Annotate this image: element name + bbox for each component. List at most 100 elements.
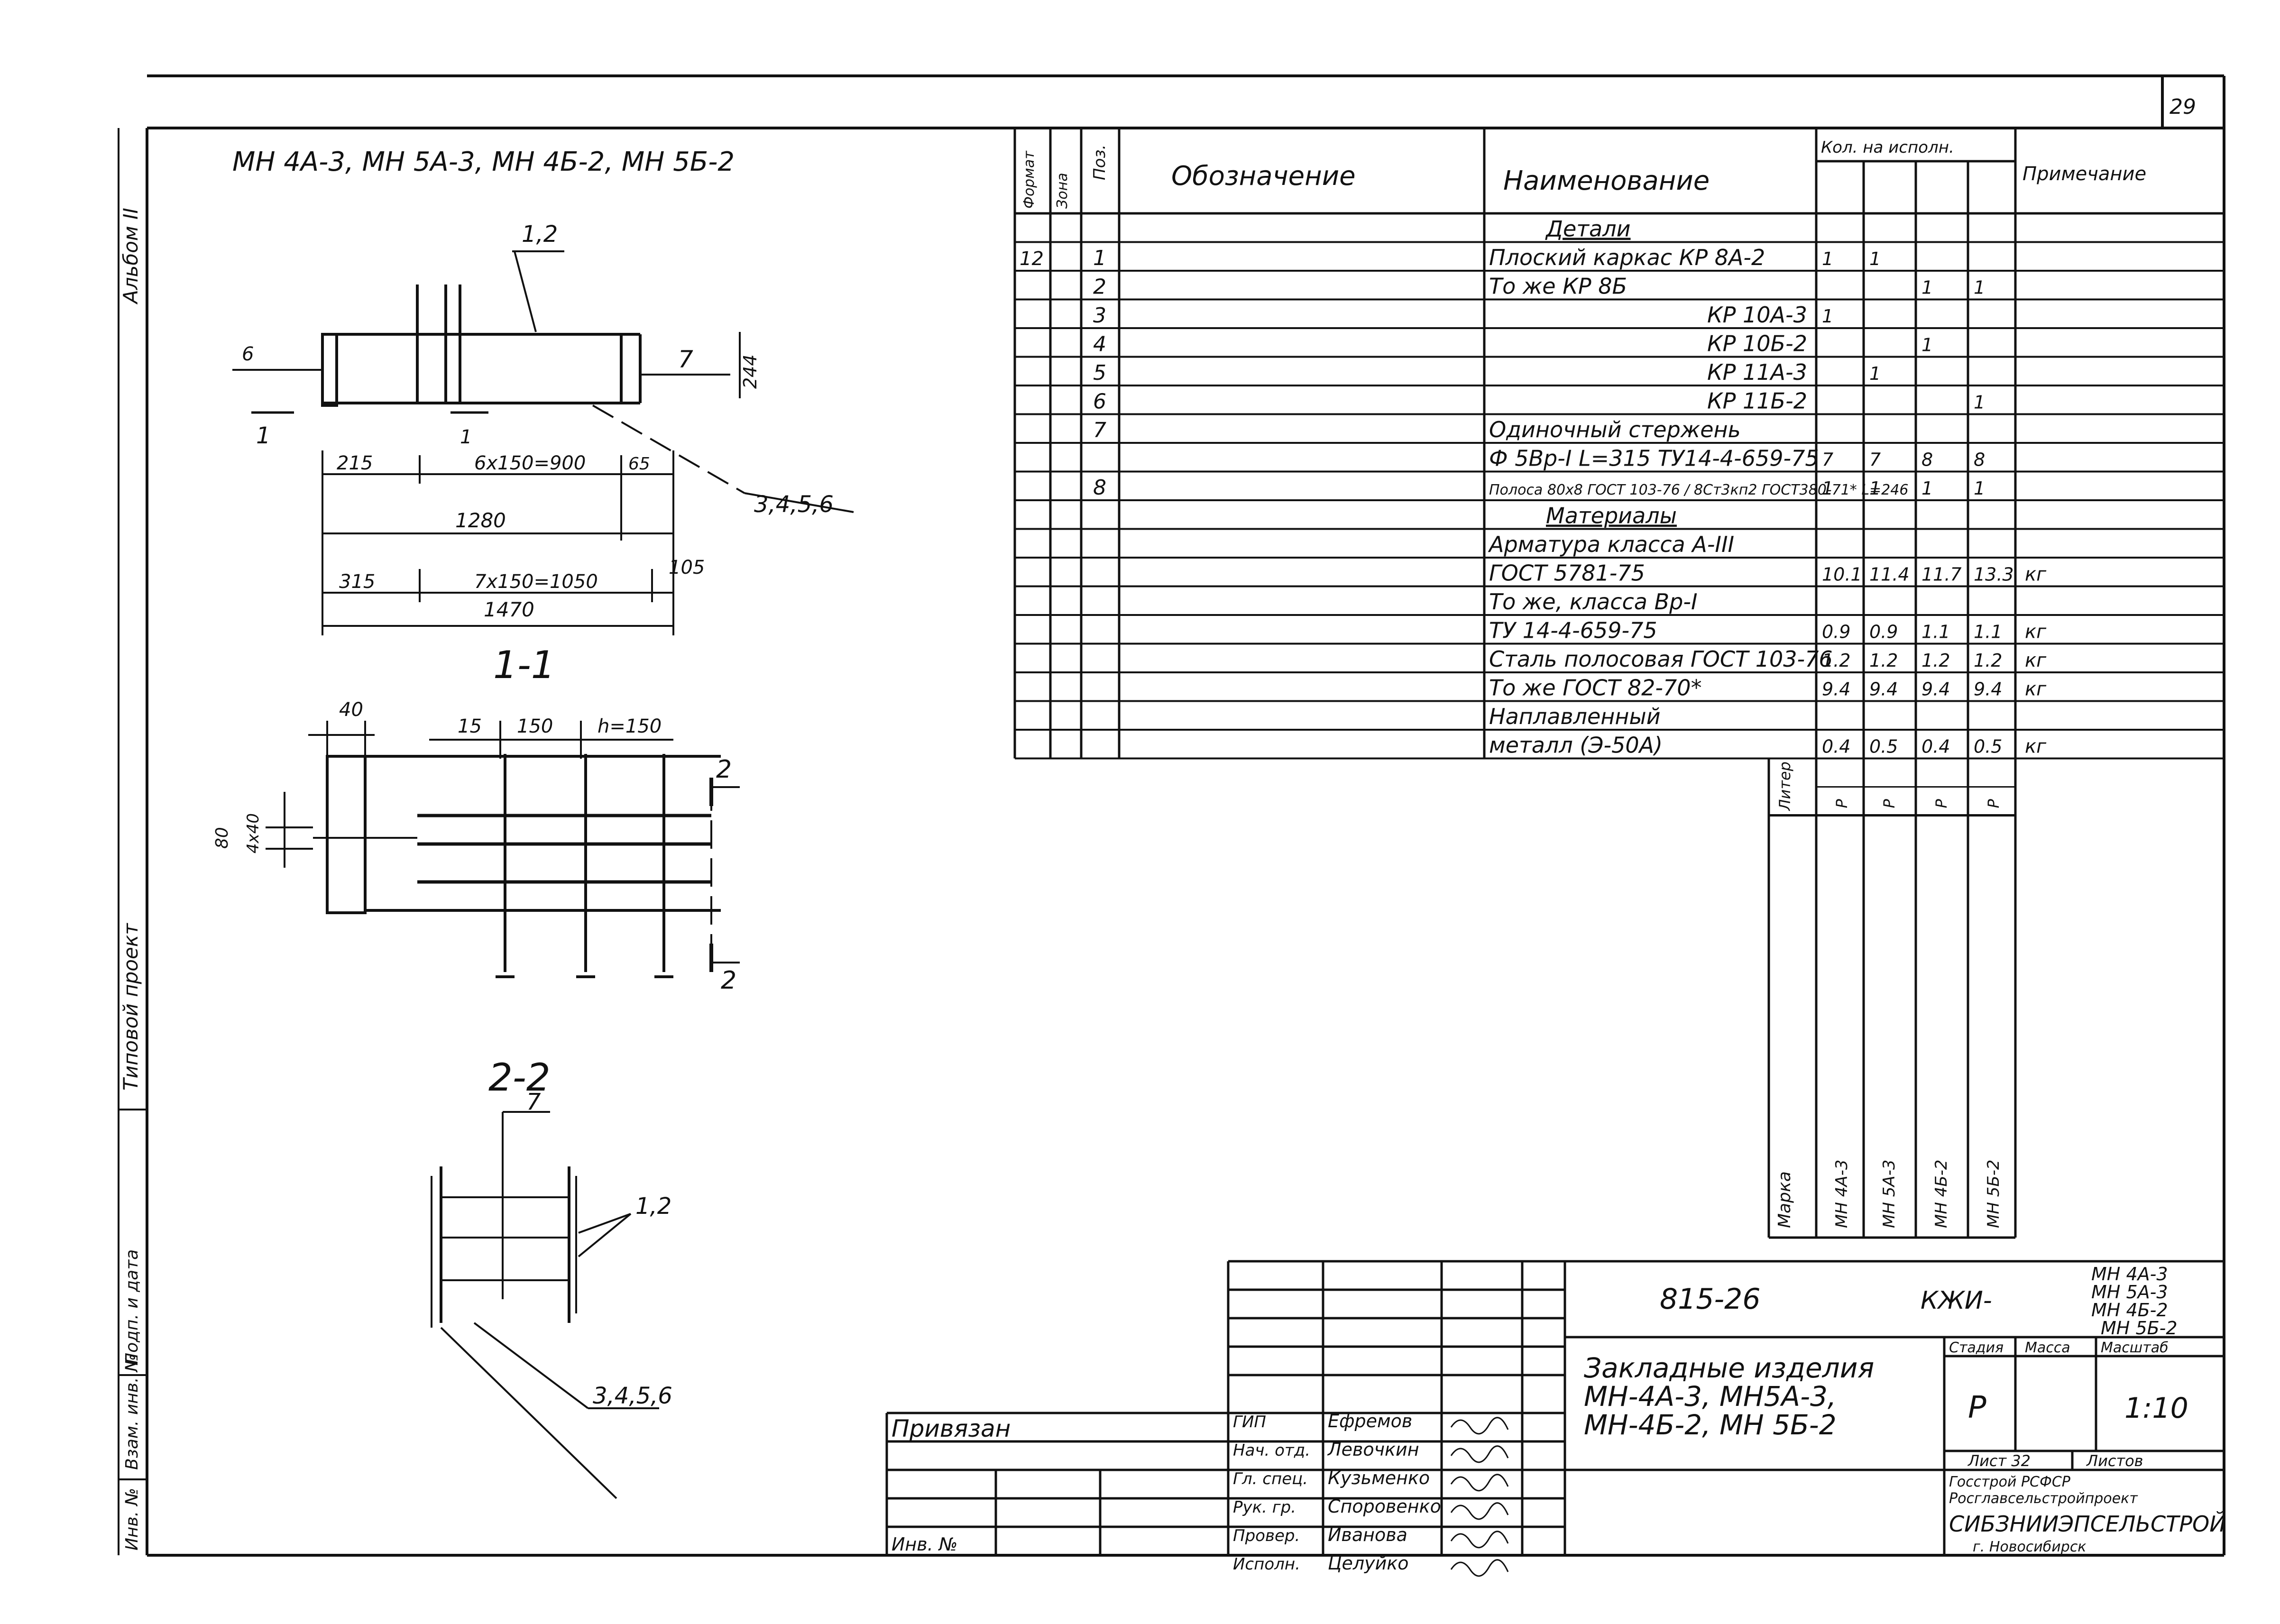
signature-role: Провер. <box>1233 1526 1300 1545</box>
s11-dim-4x40: 4х40 <box>244 813 263 853</box>
title-block-grid <box>885 1260 2224 1555</box>
row-name: Плоский каркас КР 8А-2 <box>1489 245 1765 270</box>
row-qty: 8 <box>1921 450 1933 470</box>
plan-dim-7x150: 7х150=1050 <box>474 571 598 593</box>
title-kzhi-mark-4: МН 5Б-2 <box>2101 1318 2178 1339</box>
row-name: Арматура класса А-III <box>1488 532 1734 557</box>
signature-name: Ефремов <box>1328 1411 1412 1431</box>
plan-dim-1280: 1280 <box>455 509 506 532</box>
row-qty: 1 <box>1974 277 1985 298</box>
row-qty: 1 <box>1921 335 1933 356</box>
signature-role: Рук. гр. <box>1233 1498 1296 1517</box>
header-note: Примечание <box>2023 163 2146 185</box>
row-qty: 9.4 <box>1921 679 1950 700</box>
inv-no-label: Инв. № <box>892 1534 957 1555</box>
org-line-2: Росглавсельстройпроект <box>1949 1490 2138 1507</box>
s11-dim-40: 40 <box>339 699 363 721</box>
row-pos: 7 <box>1093 418 1106 442</box>
header-name: Наименование <box>1503 165 1710 196</box>
stadia-label: Стадия <box>1949 1340 2004 1356</box>
signature-name: Целуйко <box>1328 1553 1409 1574</box>
row-name: КР 11А-3 <box>1707 359 1807 385</box>
plan-dim-6: 6 <box>242 343 254 365</box>
row-pos: 2 <box>1093 275 1106 299</box>
row-qty: 9.4 <box>1974 679 2002 700</box>
section-1-1-view <box>266 721 740 978</box>
row-name: металл (Э-50А) <box>1489 733 1663 758</box>
listov-label: Листов <box>2086 1452 2143 1470</box>
s11-cut-2-top: 2 <box>716 755 732 784</box>
liter-value: Р <box>1985 799 2003 808</box>
liter-value: Р <box>1880 799 1898 808</box>
row-qty: 1 <box>1921 478 1933 499</box>
row-qty: 0.4 <box>1822 736 1850 757</box>
marka-value: МН 5А-3 <box>1880 1160 1899 1229</box>
plan-dim-215: 215 <box>337 452 373 474</box>
row-qty: 1 <box>1822 306 1833 327</box>
drawing-heading: МН 4А-3, МН 5А-3, МН 4Б-2, МН 5Б-2 <box>232 147 735 177</box>
title-line-1: Закладные изделия <box>1584 1352 1874 1384</box>
title-kzhi-mark-2: МН 5А-3 <box>2091 1282 2168 1303</box>
row-pos: 1 <box>1093 246 1106 270</box>
row-qty: 1.2 <box>1921 650 1950 671</box>
row-pos: 6 <box>1093 390 1106 414</box>
massa-label: Масса <box>2025 1340 2070 1356</box>
s11-dim-h150: h=150 <box>598 716 662 737</box>
header-pos: Поз. <box>1090 145 1109 180</box>
row-qty: 1.1 <box>1921 622 1950 642</box>
plan-dim-105: 105 <box>669 557 705 578</box>
row-qty: 10.1 <box>1822 564 1862 585</box>
row-name: ГОСТ 5781-75 <box>1489 560 1645 586</box>
plan-dim-65: 65 <box>628 454 650 474</box>
row-qty: 1.2 <box>1974 650 2002 671</box>
side-label-album: Альбом II <box>119 208 142 305</box>
row-name: Материалы <box>1546 503 1677 529</box>
row-name: КР 11Б-2 <box>1707 388 1807 414</box>
row-name: Детали <box>1545 216 1631 242</box>
s11-dim-15: 15 <box>458 716 482 737</box>
title-line-2: МН-4А-3, МН5А-3, <box>1584 1380 1836 1413</box>
row-name: Одиночный стержень <box>1489 417 1741 442</box>
signature-scribble <box>1450 1502 1509 1520</box>
row-format: 12 <box>1020 248 1044 270</box>
liter-label: Литер <box>1776 762 1794 811</box>
s11-dim-150: 150 <box>517 716 553 737</box>
row-name: КР 10Б-2 <box>1707 331 1807 357</box>
row-qty: 1 <box>1869 248 1881 269</box>
header-designation: Обозначение <box>1171 161 1356 192</box>
signature-role: ГИП <box>1233 1413 1266 1431</box>
s22-pos-12: 1,2 <box>635 1193 671 1220</box>
signature-scribble <box>1450 1417 1509 1435</box>
row-pos: 3 <box>1093 303 1106 328</box>
liter-value: Р <box>1932 799 1950 808</box>
plan-cut-1-right: 1 <box>460 426 472 448</box>
row-qty: 11.4 <box>1869 564 1910 585</box>
row-pos: 4 <box>1093 332 1106 357</box>
plan-pos-12: 1,2 <box>522 221 558 248</box>
row-qty: 1 <box>1974 392 1985 413</box>
title-kzhi: КЖИ- <box>1921 1286 1992 1315</box>
row-qty: 0.9 <box>1822 622 1850 642</box>
section-2-2-view <box>431 1111 659 1499</box>
section-2-2-title: 2-2 <box>488 1055 551 1100</box>
marka-label: Марка <box>1775 1171 1794 1228</box>
signature-scribble <box>1450 1559 1509 1577</box>
masshtab-value: 1:10 <box>2124 1392 2188 1425</box>
row-name: ТУ 14-4-659-75 <box>1489 618 1657 643</box>
row-qty: 11.7 <box>1921 564 1962 585</box>
header-format: Формат <box>1021 150 1038 209</box>
row-qty: 0.4 <box>1921 736 1950 757</box>
row-qty: 0.5 <box>1974 736 2002 757</box>
row-qty: 1.2 <box>1869 650 1898 671</box>
s22-pos-7: 7 <box>526 1089 541 1115</box>
row-qty: 7 <box>1822 450 1833 470</box>
row-name: Сталь полосовая ГОСТ 103-76 <box>1489 646 1833 672</box>
plan-cut-1-left: 1 <box>256 422 271 449</box>
s11-dim-80: 80 <box>212 827 232 849</box>
side-label-project: Типовой проект <box>119 923 142 1091</box>
row-pos: 8 <box>1093 476 1106 500</box>
plan-dimensions <box>322 450 674 635</box>
title-code: 815-26 <box>1660 1283 1761 1316</box>
